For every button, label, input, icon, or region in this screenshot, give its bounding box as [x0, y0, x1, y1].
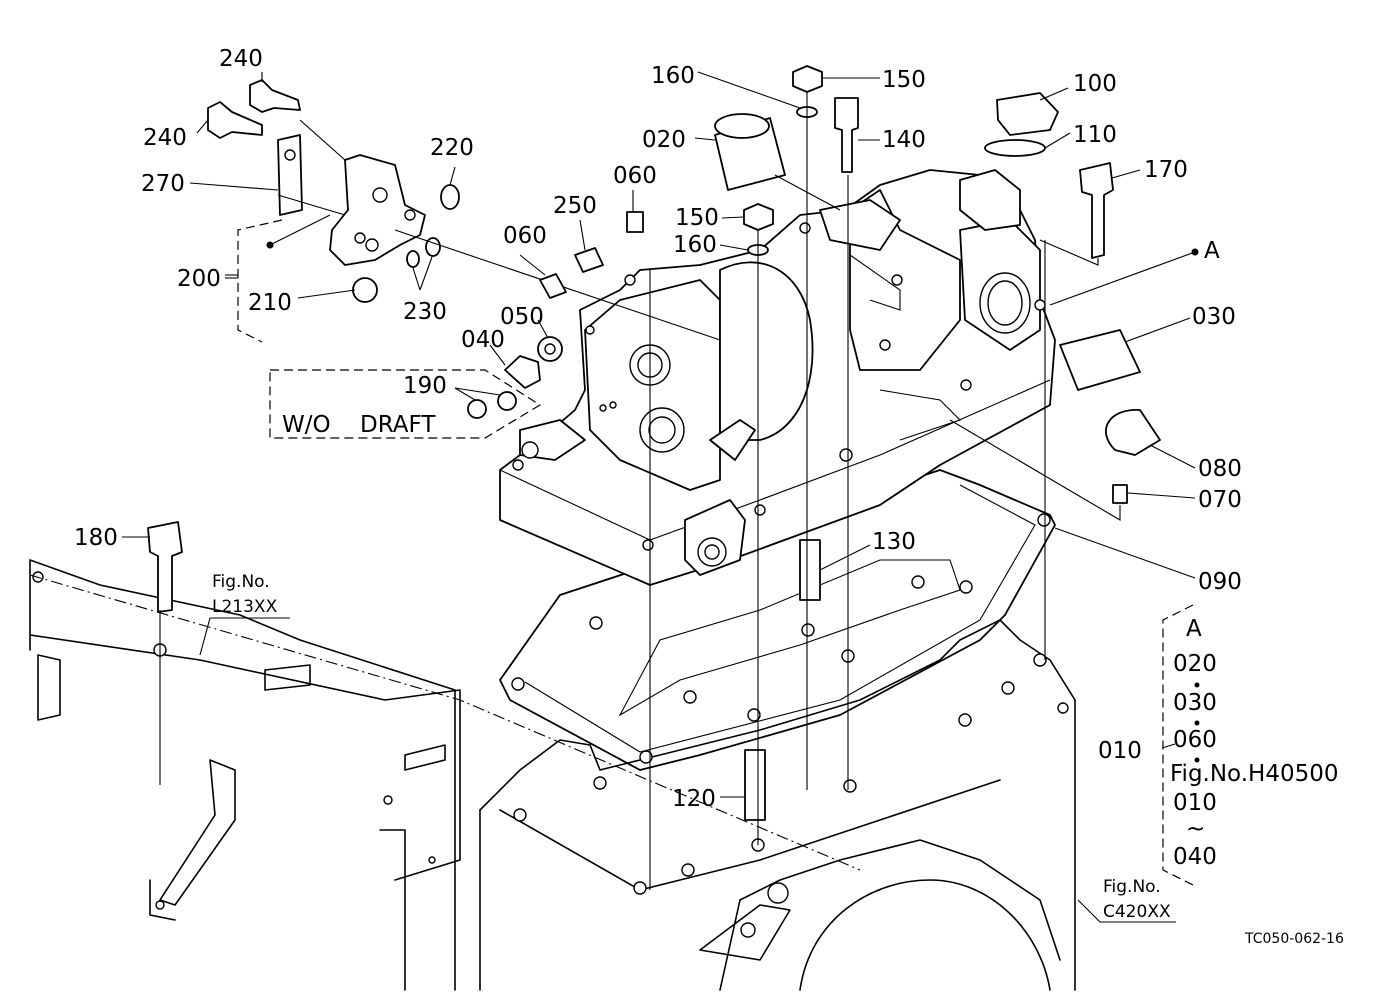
part-label-200: 200: [177, 266, 221, 292]
part-label-060: 060: [613, 163, 657, 189]
drawing-code: TC050-062-16: [1244, 931, 1344, 947]
part-label-270: 270: [141, 171, 185, 197]
note-wo: W/O: [282, 412, 331, 438]
fig-ref-label: Fig.No.: [1103, 877, 1161, 897]
part-label-220: 220: [430, 135, 474, 161]
bracket-200-group: [207, 79, 721, 343]
frame-outline: [29, 559, 861, 991]
part-label-A: A: [1204, 238, 1220, 264]
axis-lines: [159, 92, 1121, 890]
group-010-item: A: [1186, 616, 1202, 642]
part-label-140: 140: [882, 127, 926, 153]
group-010-item: 030: [1173, 690, 1217, 716]
part-label-190: 190: [403, 373, 447, 399]
hydraulic-housing: [499, 169, 1056, 586]
part-label-020: 020: [642, 127, 686, 153]
part-label-150: 150: [675, 205, 719, 231]
group-010-item: ~: [1186, 816, 1205, 842]
part-label-010: 010: [1098, 738, 1142, 764]
part-label-100: 100: [1073, 71, 1117, 97]
gasket-090: [499, 469, 1056, 771]
fig-ref-l213-code: L213XX: [212, 597, 278, 617]
part-label-050: 050: [500, 304, 544, 330]
part-label-070: 070: [1198, 487, 1242, 513]
part-label-110: 110: [1073, 122, 1117, 148]
group-010-item: 020: [1173, 651, 1217, 677]
fig-ref-l213: Fig.No. L213XX: [199, 572, 290, 656]
part-label-240: 240: [219, 46, 263, 72]
part-label-210: 210: [248, 290, 292, 316]
part-label-160: 160: [673, 232, 717, 258]
group-010-item: Fig.No.H40500: [1170, 761, 1339, 787]
part-label-120: 120: [672, 786, 716, 812]
part-label-150: 150: [882, 67, 926, 93]
note-draft: DRAFT: [360, 412, 436, 438]
part-label-060: 060: [503, 223, 547, 249]
group-010-item: 060: [1173, 727, 1217, 753]
part-label-230: 230: [403, 299, 447, 325]
part-label-080: 080: [1198, 456, 1242, 482]
part-label-250: 250: [553, 193, 597, 219]
group-010-bracket: A 020 030 060 Fig.No.H40500 010 ~ 040: [1162, 604, 1339, 886]
group-010-item: 010: [1173, 790, 1217, 816]
leader-lines: [122, 71, 1199, 798]
small-parts: [147, 65, 1161, 821]
wo-draft-box: W/O DRAFT: [269, 369, 542, 439]
group-010-item: 040: [1173, 844, 1217, 870]
fig-ref-c420-code: C420XX: [1103, 902, 1171, 922]
part-label-170: 170: [1144, 157, 1188, 183]
part-label-180: 180: [74, 525, 118, 551]
part-label-030: 030: [1192, 304, 1236, 330]
part-label-240: 240: [143, 125, 187, 151]
part-label-160: 160: [651, 63, 695, 89]
part-label-130: 130: [872, 529, 916, 555]
part-callouts: 240 240 270 200 210 220 230 250 060 060 …: [74, 46, 1242, 812]
fig-ref-label: Fig.No.: [212, 572, 270, 592]
part-label-040: 040: [461, 327, 505, 353]
transmission-case: [479, 619, 1076, 991]
fig-ref-c420: Fig.No. C420XX: [1077, 877, 1176, 923]
part-label-090: 090: [1198, 569, 1242, 595]
